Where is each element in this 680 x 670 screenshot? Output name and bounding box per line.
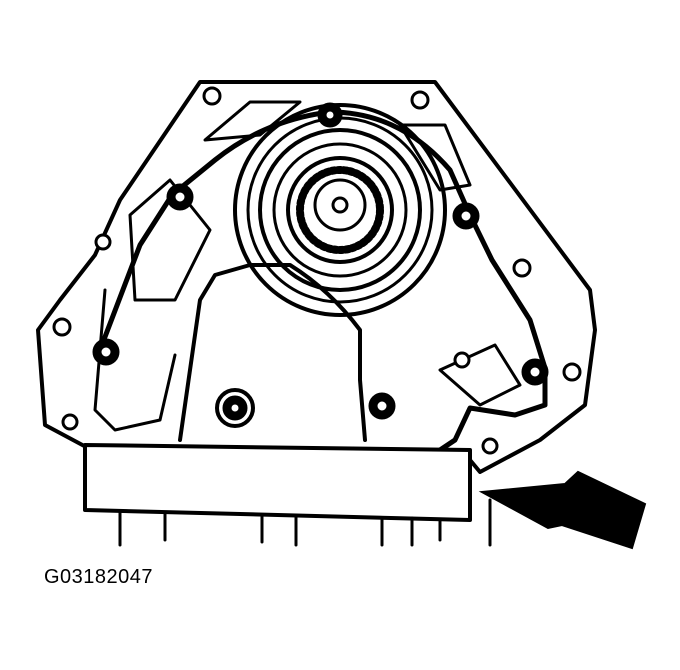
bolt-hole	[94, 233, 112, 251]
output-shaft-ring-outer	[233, 103, 447, 317]
output-shaft-ring-2	[246, 116, 434, 304]
bolt-hole	[512, 258, 532, 278]
bolt-center-right	[368, 392, 396, 420]
bolt-hole	[562, 362, 582, 382]
inner-rib-left	[93, 288, 177, 432]
arrow-icon	[478, 470, 647, 550]
output-shaft-ring-3	[258, 128, 422, 292]
inner-pocket-upper-right	[398, 123, 472, 192]
sealing-groove	[97, 109, 548, 453]
shaft-hub	[313, 178, 367, 232]
inner-pocket-left	[128, 178, 212, 302]
bolt-upper-right	[452, 202, 480, 230]
flange-bolt-holes	[52, 86, 582, 455]
bolt-center-left	[215, 388, 255, 428]
figure-id-label: G03182047	[44, 566, 154, 588]
bolt-hole	[202, 86, 222, 106]
shaft-center	[331, 196, 349, 214]
bolt-hole	[61, 413, 79, 431]
output-shaft-ring-4	[272, 142, 408, 278]
inner-pocket-right-lower	[438, 343, 522, 407]
bolt-hole	[481, 437, 499, 455]
spline-ring	[296, 166, 384, 254]
bolt-upper-left	[166, 183, 194, 211]
bolts	[92, 102, 549, 428]
plate-legs	[118, 498, 492, 547]
bolt-hole	[410, 90, 430, 110]
bolt-hole	[453, 351, 471, 369]
inner-pocket-upper-left	[203, 100, 302, 142]
lower-plate	[83, 443, 472, 522]
bolt-left	[92, 338, 120, 366]
bolt-top	[317, 102, 343, 128]
bolt-hole	[52, 317, 72, 337]
output-shaft-ring-5	[286, 156, 394, 264]
bolt-right	[521, 358, 549, 386]
transfer-case-diagram	[36, 80, 647, 550]
